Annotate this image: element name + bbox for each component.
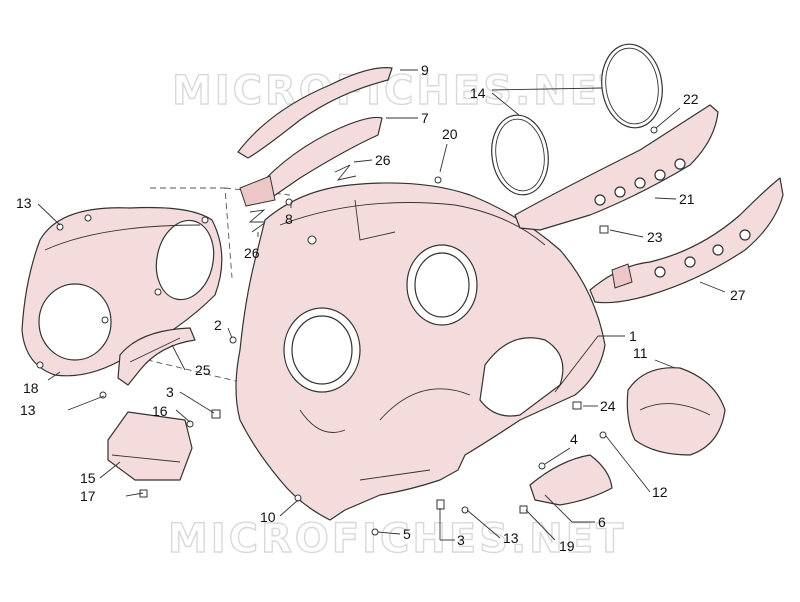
callout-3-bottom: 3 — [457, 532, 465, 548]
callout-27: 27 — [730, 287, 746, 303]
callout-13-top: 13 — [16, 195, 32, 211]
callout-9: 9 — [421, 62, 429, 78]
callout-21: 21 — [679, 191, 695, 207]
screws-and-clips — [56, 126, 658, 536]
callout-26-upper: 26 — [375, 152, 391, 168]
callout-labels: 9 7 20 26 8 26 14 22 21 23 27 1 11 24 4 … — [16, 62, 746, 554]
part-21-switch-panel — [514, 104, 719, 231]
part-7-trim — [239, 116, 383, 207]
callout-18: 18 — [23, 380, 39, 396]
callout-13-left: 13 — [20, 402, 36, 418]
callout-2: 2 — [214, 317, 222, 333]
part-1-dashboard-shell — [235, 176, 606, 521]
callout-5: 5 — [403, 526, 411, 542]
callout-20: 20 — [442, 126, 458, 142]
callout-14: 14 — [470, 85, 486, 101]
part-14-rings — [491, 43, 663, 196]
callout-6: 6 — [598, 514, 606, 530]
callout-1: 1 — [629, 328, 637, 344]
callout-22: 22 — [683, 91, 699, 107]
callout-16: 16 — [152, 403, 168, 419]
part-25-bracket — [117, 327, 196, 386]
callout-10: 10 — [260, 509, 276, 525]
part-9-trim — [237, 67, 393, 159]
callout-13-bottom: 13 — [503, 530, 519, 546]
callout-12: 12 — [652, 484, 668, 500]
part-6-plate — [529, 454, 613, 506]
callout-23: 23 — [647, 229, 663, 245]
callout-15: 15 — [80, 470, 96, 486]
part-18-instrument-housing — [21, 206, 223, 377]
callout-19: 19 — [559, 538, 575, 554]
part-11-cover — [626, 367, 726, 456]
callout-4: 4 — [570, 431, 578, 447]
watermark-top: MICROFICHES.NET — [172, 68, 630, 114]
watermark-bottom: MICROFICHES.NET — [168, 516, 626, 562]
part-26-clips — [248, 164, 357, 233]
leader-lines — [37, 69, 726, 541]
callout-11: 11 — [633, 345, 648, 361]
callout-24: 24 — [600, 398, 616, 414]
callout-25: 25 — [195, 362, 211, 378]
callout-8: 8 — [285, 211, 293, 227]
callout-3-left: 3 — [166, 384, 174, 400]
callout-17: 17 — [80, 488, 96, 504]
callout-7: 7 — [421, 110, 429, 126]
callout-26-lower: 26 — [244, 245, 260, 261]
part-15-cover — [107, 411, 193, 481]
part-27-switch-panel — [589, 177, 784, 304]
